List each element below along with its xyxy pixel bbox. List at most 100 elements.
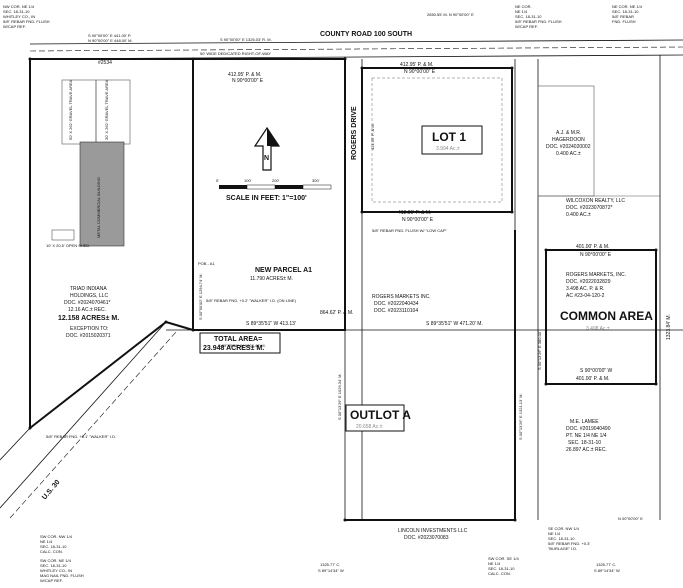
corner-markers [28,57,658,522]
total-area-box: TOTAL AREA= 23.948 ACRES± M. [199,332,281,354]
corner-sw2-0: SW COR. NE 1/4 [40,558,72,563]
corner-se-4: "BURLAGE" I.D. [548,546,577,551]
corner-se-0: SE COR. NW 1/4 [548,526,580,531]
corner-nw-3: 5/8" REBAR FND. FLUSH [3,19,50,24]
common-side-dim: S 00°13'26" E 380.00' [537,331,542,370]
common-bottom-bearing: S 90°00'00" W [580,368,613,374]
scale-tick-100: 100' [244,178,252,183]
scale-tick-200: 200' [272,178,280,183]
triad-acres: 12.16 AC.± REC. [68,307,106,313]
se-bottom-dim: 1325.77' C. [596,562,616,567]
corner-se-2: SEC. 18-31-10 [548,536,575,541]
new-parcel-area: 11.790 ACRES± M. [250,276,293,282]
corner-ne-1: NE 1/4 [515,9,528,14]
row-label: 50' WIDE DEDICATED RIGHT-OF-WAY [200,51,271,56]
gravel-label: 50' X 262' GRAVEL TRAVE AREA [68,79,73,140]
svg-text:N: N [264,155,269,162]
triad-acres-measured: 12.158 ACRES± M. [58,315,119,322]
common-top-dim: 401.00' P. & M. [576,244,609,250]
address: #2534 [98,60,112,66]
lamee-3: SEC. 18-31-10 [568,440,601,446]
rogers-doc-2: DOC. #2023110104 [374,308,418,314]
se-bottom-bearing: S 89°14'34" W [594,568,620,573]
scale-tick-300: 300' [312,178,320,183]
rogers-inc-doc: DOC. #2022032829 [566,279,611,285]
wilcoxon-doc: DOC. #2023070872* [566,205,612,211]
corner-sw-2: SEC. 18-31-10 [40,544,67,549]
corner-sw2-4: W/CAP REF. [40,578,63,583]
right-far-dim: 1323.84' M. [666,314,672,340]
corner-se: SE COR. NW 1/4 NE 1/4 SEC. 18-31-10 5/8"… [548,526,590,551]
sw-bottom-dim: 1325.77' C. [320,562,340,567]
common-area-label: COMMON AREA [560,309,653,323]
pob-label: POB - A1 [198,261,215,266]
gravel-area-2 [95,79,131,145]
rogers-name: ROGERS MARKETS INC. [372,294,431,300]
lot-1-area: 3.994 Ac.± [436,146,460,152]
lot-bottom-dim: 412.95' P. & M. [398,210,431,216]
road-name: COUNTY ROAD 100 SOUTH [320,31,412,38]
west-side-dim: S 00°00'00" E 1294.74' M. [198,273,203,320]
sw-bottom-bearing: S 89°14'34" W [318,568,344,573]
lot-1-label: LOT 1 [432,130,466,144]
hagerdon-doc: DOC. #2024020002 [546,144,591,150]
corner-ne-4: W/CAP REF. [515,24,538,29]
lot-side-dim: 421.55' P. & M. [370,123,375,150]
corner-ne-2: SEC. 18-31-10 [515,14,542,19]
bottom-dim-1: S 89°35'51" W 413.13' [246,321,296,327]
corner-sw-2: SW COR. NE 1/4 SEC. 18-31-10 WHITLEY CO.… [40,558,84,583]
hagerdon: A.J. & M.R. [556,130,581,136]
corner-sw2-1: SEC. 18-31-10 [40,563,67,568]
corner-nw-2: WHITLEY CO., IN [3,14,35,19]
wilcoxon-ac: 0.400 AC.± [566,212,591,218]
rebar-note-3: 5/8" REBAR FND. FLUSH W/ "LOW CAP" [372,228,448,233]
corner-se-3: 5/8" REBAR FND. +0.3' [548,541,590,546]
corner-ne2-2: 5/8" REBAR [612,14,634,19]
parcel-top-dim: 412.95' P. & M. [228,72,261,78]
gravel-label-2: 30' X 262' GRAVEL TRAVE AREA [104,79,109,140]
lot-bottom-bearing: N 90°00'00" E [402,217,434,223]
row-label-2: S 90°00'00" E 1326.03' R. M. [220,37,272,42]
common-top-bearing: N 90°00'00" E [580,252,612,258]
lot-1: 412.95' P. & M. N 90°00'00" E 412.95' P.… [361,62,513,223]
lamee-2: PT. NE 1/4 NE 1/4 [566,433,607,439]
lincoln: LINCOLN INVESTMENTS LLC [398,528,468,534]
rogers-drive: ROGERS DRIVE [351,106,358,160]
triad-name: TRIAD INDIANA [70,286,107,292]
outlot-label: OUTLOT A [350,408,411,422]
common-bottom-dim: 401.00' P. & M. [576,376,609,382]
rogers-inc-ac-2: AC #23-04-120-2 [566,293,605,299]
triad-parcel: #2534 50' X 262' GRAVEL TRAVE AREA 30' X… [29,58,194,431]
corner-ne2-1: SEC. 18-31-10 [612,9,639,14]
lot-top-bearing: N 90°00'00" E [404,69,436,75]
triad-exception: EXCEPTION TO: [70,326,108,332]
corner-se2-2: SEC. 18-31-10 [488,566,515,571]
corner-se2-0: SW COR. SE 1/4 [488,556,519,561]
triad-exception-doc: DOC. #2015020371 [66,333,111,339]
corner-nw-0: NW COR. NE 1/4 [3,4,35,9]
bottom-dim-3: S 89°35'51" W 1326.48' M. [218,343,266,348]
corner-se2-1: NE 1/4 [488,561,501,566]
corner-se-1: NE 1/4 [548,531,561,536]
corner-ne-2: NE COR. NE 1/4 SEC. 18-31-10 5/8" REBAR … [612,4,643,24]
corner-sw: SW COR. NW 1/4 NE 1/4 SEC. 18-31-10 CALC… [40,534,73,554]
scale-bar: 0' 100' 200' 300' SCALE IN FEET: 1"=100' [216,178,332,202]
corner-ne2-0: NE COR. NE 1/4 [612,4,643,9]
us-30-label: U.S. 30 [41,479,61,501]
bottom-total: 864.62' P. & M. [320,310,353,316]
corner-ne-3: 5/8" REBAR FND. FLUSH [515,19,562,24]
hagerdon-2: HAGERDOON [552,137,585,143]
lot-top-dim: 412.95' P. & M. [400,62,433,68]
common-area-area: 3.498 Ac.± [586,326,610,332]
open-shed [51,229,75,241]
center-side-dim: S 00°13'26" E 1029.34' M. [337,373,342,420]
triad-name-2: HOLDINGS, LLC [70,293,108,299]
new-parcel-label: NEW PARCEL A1 [255,267,312,274]
rogers-inc-ac: 3.498 AC. P. & R. [566,286,605,292]
rogers-doc-1: DOC. #2022040434 [374,301,419,307]
corner-ne: NE COR. NE 1/4 SEC. 18-31-10 5/8" REBAR … [515,4,562,29]
corner-nw-1: SEC. 18-31-10 [3,9,30,14]
corner-sw2-2: WHITLEY CO., IN [40,568,72,573]
corner-nw-4: W/CAP REF. [3,24,26,29]
